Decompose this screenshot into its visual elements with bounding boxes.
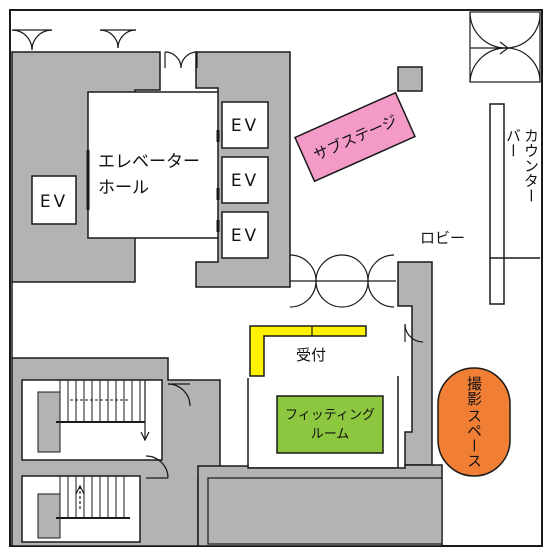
staircase-lower <box>21 475 141 543</box>
elevator-left[interactable] <box>31 175 77 225</box>
reception-counter[interactable] <box>249 325 367 377</box>
elevator-bottom[interactable] <box>221 211 269 259</box>
fitting-room-label-line1: フィッティング <box>285 408 375 423</box>
lobby-label: ロビー <box>420 229 465 247</box>
reception-label: 受付 <box>296 346 326 364</box>
door-top-right <box>469 11 541 83</box>
pillar <box>397 66 423 92</box>
elevator-top[interactable] <box>221 101 269 149</box>
door-lobby <box>289 254 396 308</box>
bar-counter[interactable] <box>489 103 505 305</box>
elevator-middle-label: EV <box>231 171 259 191</box>
elevator-top-label: EV <box>231 116 259 136</box>
svg-text:カウンター: カウンター <box>522 128 540 203</box>
elevator-middle[interactable] <box>221 156 269 204</box>
wall-reception <box>397 261 433 466</box>
photo-space-label: 撮影 スペース <box>465 375 483 468</box>
elevator-left-label: EV <box>40 192 68 212</box>
elevator-hall-label-line2: ホール <box>98 178 149 198</box>
elevator-bottom-label: EV <box>231 226 259 246</box>
door-hall-top <box>164 51 198 69</box>
fitting-room-label-line2: ルーム <box>311 427 350 442</box>
bar-counter-label: バー カウンター <box>504 128 540 203</box>
elevator-hall-label-line1: エレベーター <box>98 152 200 172</box>
door-reception <box>404 323 424 343</box>
sub-stage[interactable] <box>294 91 416 183</box>
fitting-room[interactable] <box>276 395 384 454</box>
door-top-left <box>11 29 137 51</box>
photo-space[interactable] <box>437 367 511 477</box>
staircase-upper <box>21 379 163 461</box>
svg-text:スペース: スペース <box>465 408 483 468</box>
svg-text:撮影: 撮影 <box>465 375 483 406</box>
svg-text:バー: バー <box>504 128 522 158</box>
door-stairs <box>145 383 191 479</box>
